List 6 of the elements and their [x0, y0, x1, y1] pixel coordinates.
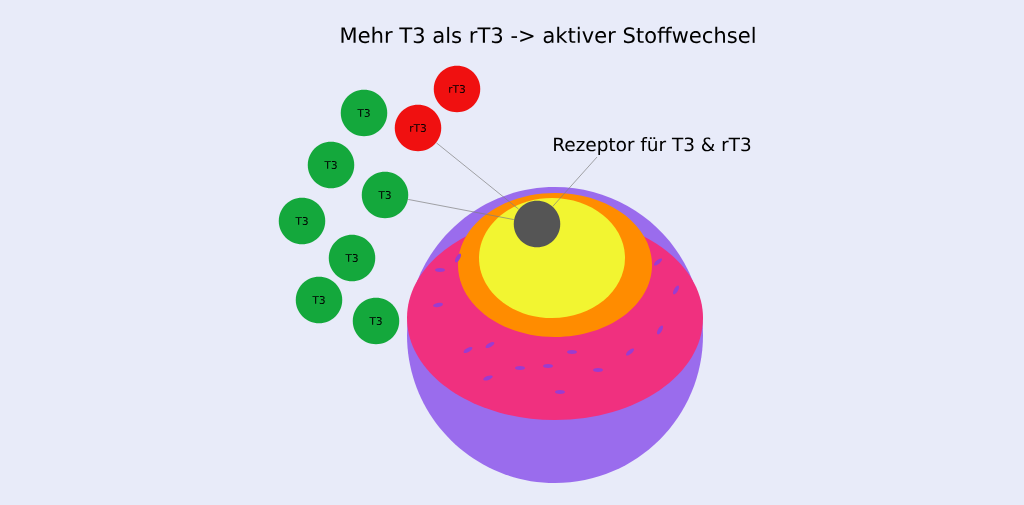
- receptor-circle: [513, 200, 561, 248]
- connector-line: [436, 142, 519, 210]
- connector-line: [407, 199, 515, 220]
- leader-line: [552, 156, 598, 207]
- title: Mehr T3 als rT3 -> aktiver Stoffwechsel: [341, 26, 755, 44]
- receptor-label: Rezeptor für T3 & rT3: [554, 137, 751, 155]
